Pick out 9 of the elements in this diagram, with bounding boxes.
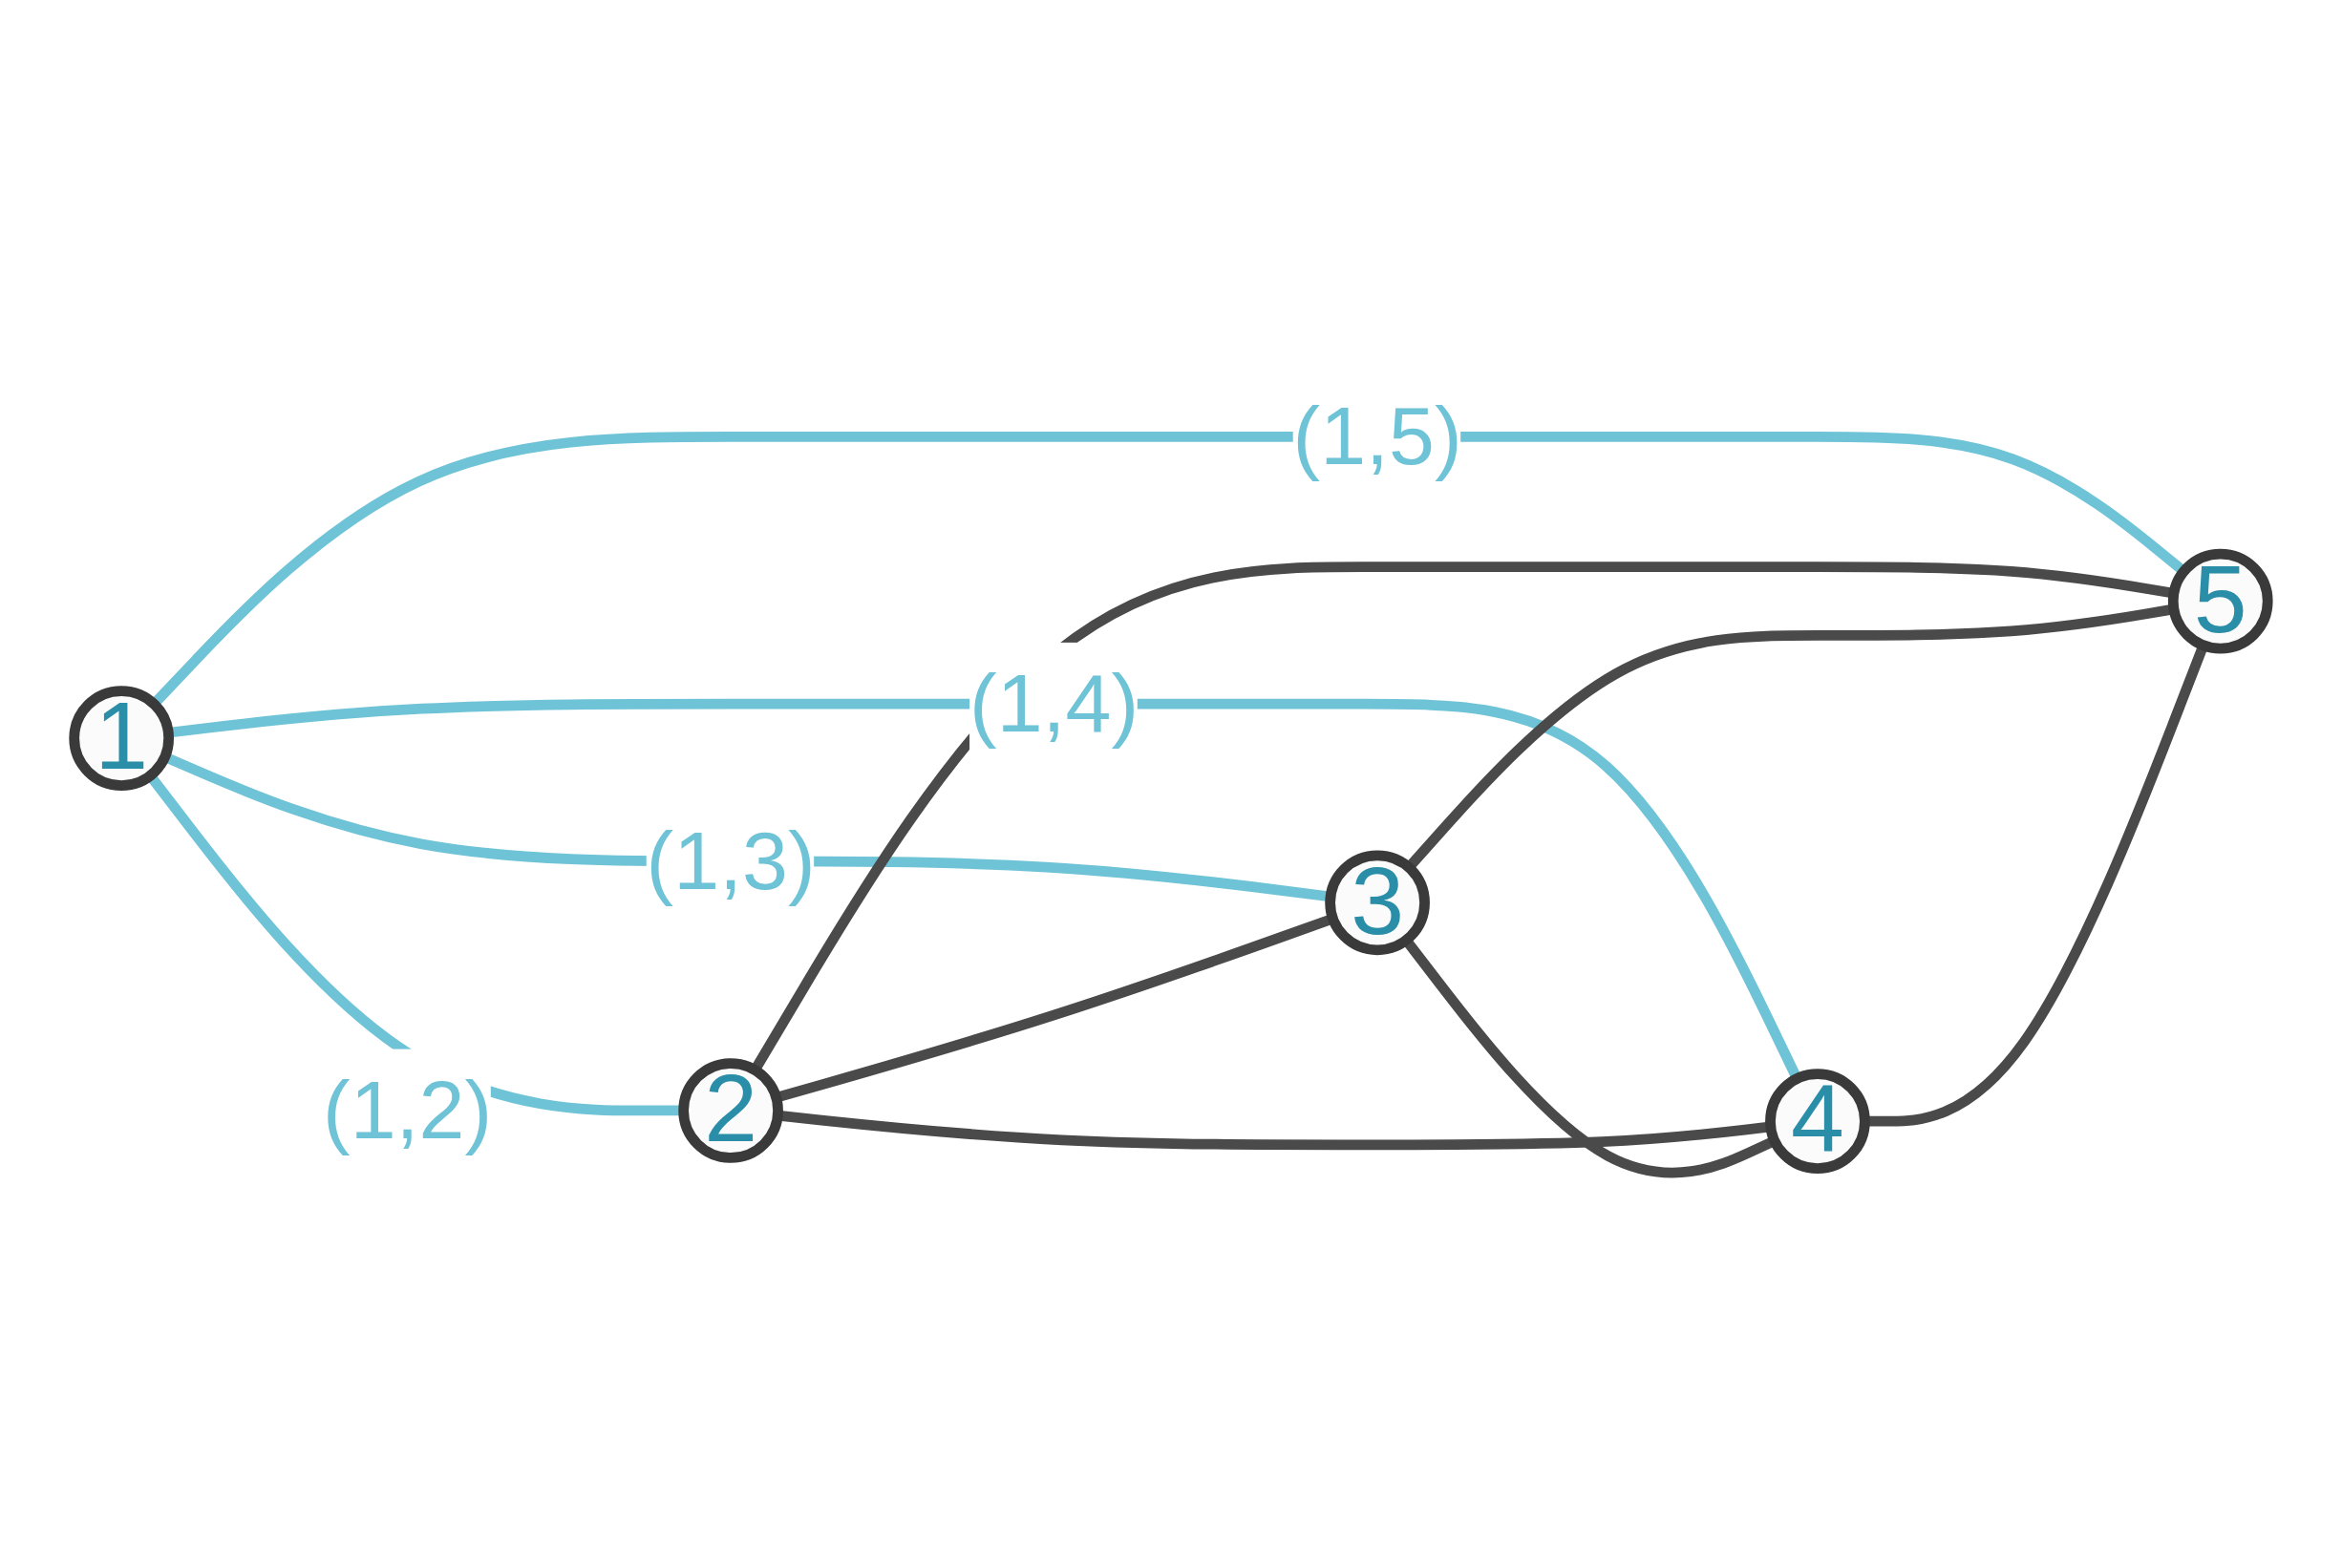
node-circle: 5 [2167,548,2273,654]
edge-label: (1,3) [646,813,816,906]
edge-label: (1,2) [323,1062,493,1155]
node-circle: 1 [69,686,175,791]
edge-label: (1,5) [1292,389,1462,481]
edge-label: (1,4) [969,655,1139,749]
node-circle: 2 [678,1058,783,1163]
node-circle: 4 [1765,1069,1870,1174]
node-circle: 3 [1325,850,1430,955]
